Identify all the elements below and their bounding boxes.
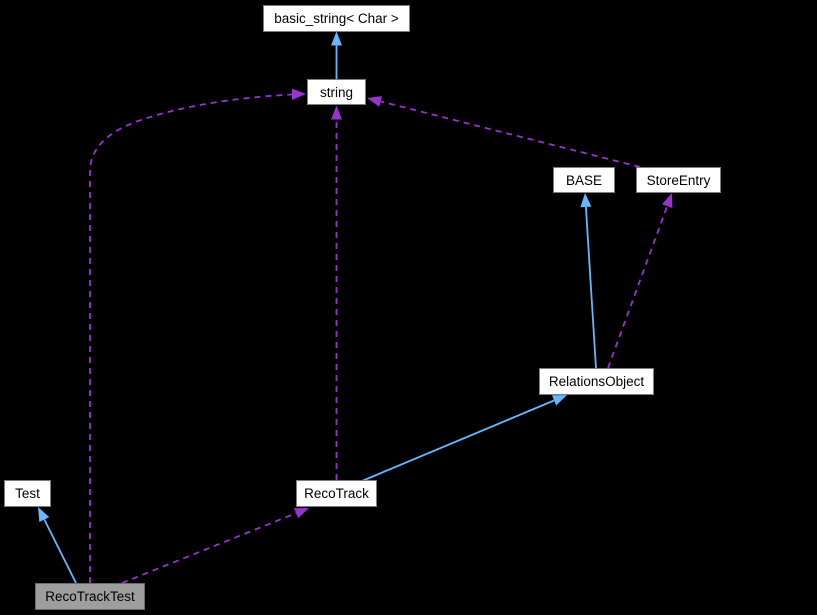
- node-label: string: [319, 84, 353, 100]
- node-label: RecoTrack: [304, 486, 369, 501]
- arrowhead-icon: [292, 88, 306, 100]
- node-base[interactable]: BASE: [553, 167, 615, 193]
- arrowhead-icon: [38, 507, 50, 522]
- arrowhead-icon: [552, 395, 567, 406]
- node-label: RecoTrackTest: [45, 589, 135, 604]
- edge-string-to-basic-string: [331, 31, 342, 79]
- edge-recotrack-to-relationsobject: [361, 395, 567, 482]
- node-recotracktest[interactable]: RecoTrackTest: [35, 583, 145, 610]
- arrowhead-icon: [331, 105, 342, 120]
- edge-recotracktest-to-string: [89, 88, 306, 583]
- edge-storeentry-to-string: [367, 96, 641, 168]
- node-label: BASE: [565, 172, 603, 188]
- edge-recotracktest-to-recotrack: [121, 508, 309, 584]
- node-storeentry[interactable]: StoreEntry: [636, 167, 721, 193]
- edge-relationsobject-to-storeentry: [607, 193, 673, 369]
- arrowhead-icon: [331, 31, 342, 46]
- arrowhead-icon: [367, 96, 382, 107]
- edge-recotrack-to-string: [331, 105, 342, 480]
- node-relationsobject[interactable]: RelationsObject: [539, 368, 654, 395]
- node-string[interactable]: string: [307, 79, 366, 105]
- arrowhead-icon: [294, 508, 309, 519]
- node-test[interactable]: Test: [4, 480, 51, 507]
- arrowhead-icon: [580, 193, 592, 208]
- node-label: basic_string< Char >: [274, 11, 399, 26]
- arrowhead-icon: [662, 193, 673, 208]
- node-label: Test: [15, 486, 40, 501]
- node-basic-string[interactable]: basic_string< Char >: [263, 5, 410, 32]
- node-label: RelationsObject: [548, 374, 645, 389]
- edge-relationsobject-to-base: [580, 193, 597, 369]
- edge-recotracktest-to-test: [38, 507, 77, 584]
- node-label: StoreEntry: [646, 172, 711, 188]
- node-recotrack[interactable]: RecoTrack: [296, 480, 377, 507]
